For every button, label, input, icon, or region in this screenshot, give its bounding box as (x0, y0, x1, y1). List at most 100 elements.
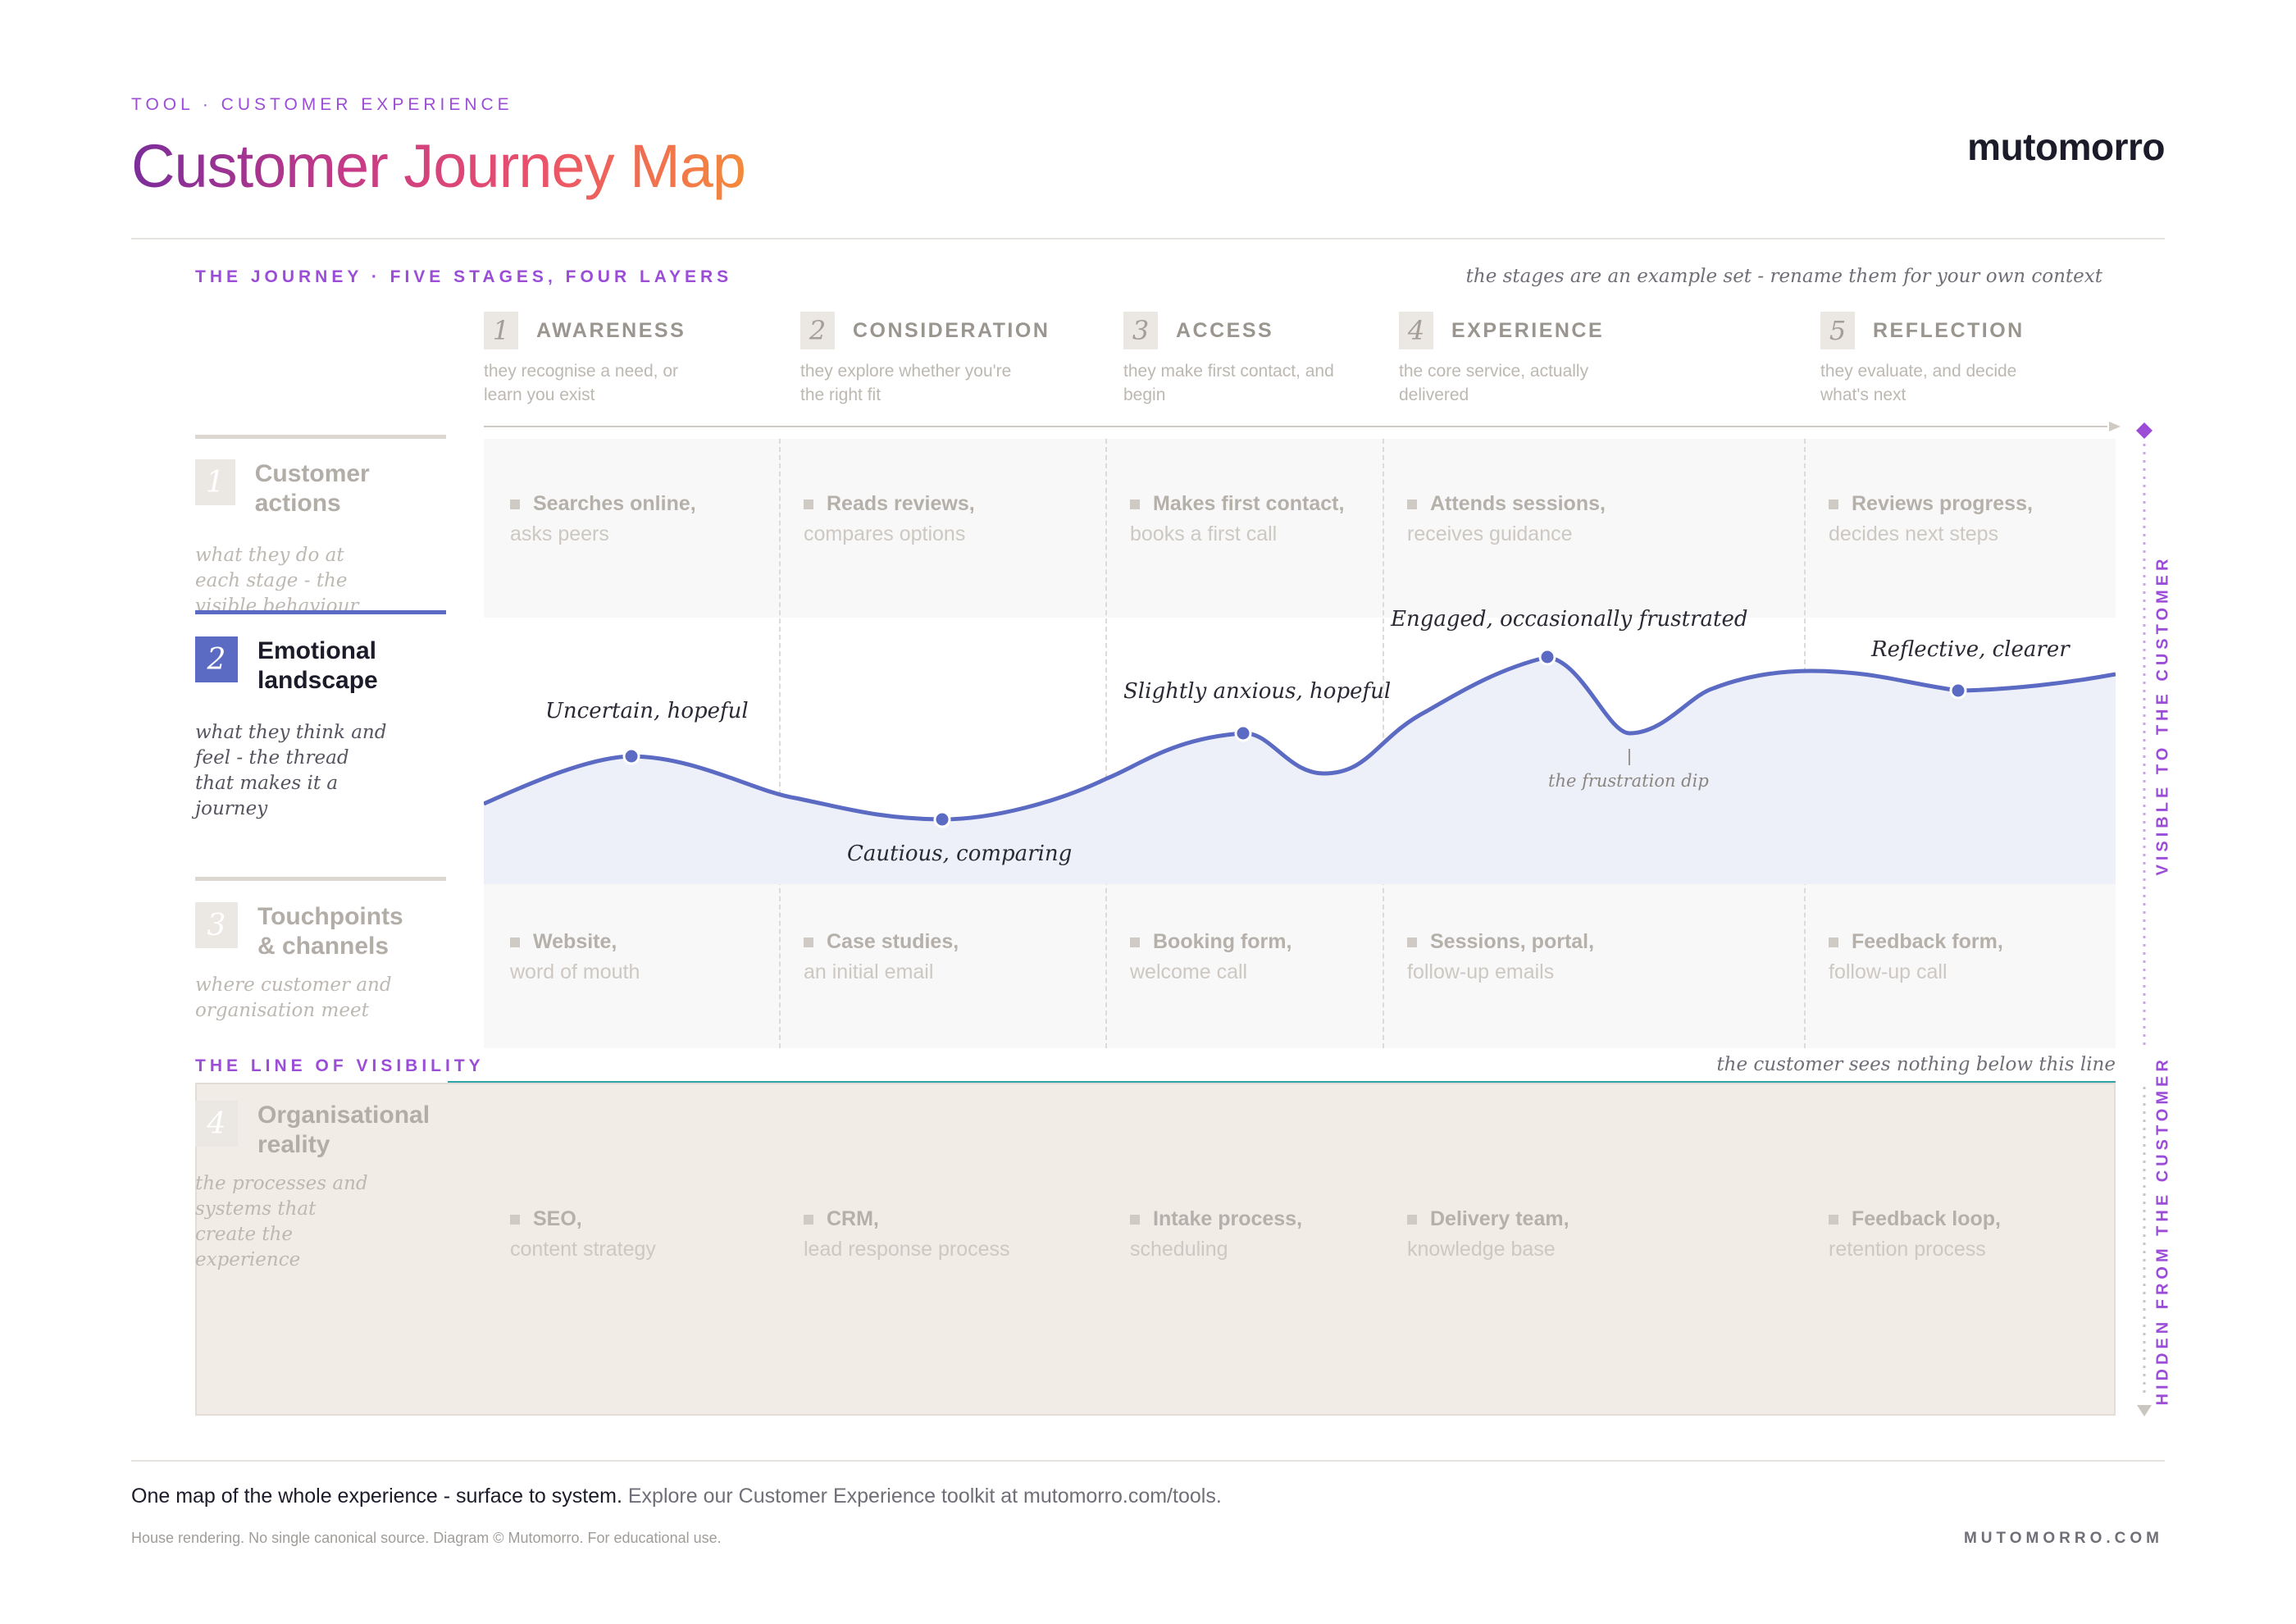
layer-description: what they do at each stage - the visible… (195, 545, 359, 617)
layer-description: the processes and systems that create th… (195, 1173, 368, 1270)
touchpoint-title: Case studies, (804, 927, 959, 957)
stage-number: 5 (1820, 312, 1855, 349)
action-cell: Reads reviews, compares options (804, 489, 975, 550)
emotion-label: Reflective, clearer (1871, 637, 2070, 662)
layer-description: where customer and organisation meet (195, 974, 392, 1021)
layer-rule (195, 610, 446, 614)
emotion-point (933, 810, 951, 828)
touchpoint-cell: Sessions, portal, follow-up emails (1407, 927, 1594, 988)
touchpoint-cell: Booking form,welcome call (1130, 927, 1292, 988)
stage-header: 2 CONSIDERATION they explore whether you… (800, 312, 1050, 407)
action-title: Attends sessions, (1407, 489, 1606, 519)
axis-top-diamond (2136, 422, 2152, 439)
hidden-from-customer-label: HIDDEN FROM THE CUSTOMER (2153, 1056, 2172, 1406)
action-cell: Attends sessions, receives guidance (1407, 489, 1606, 550)
touchpoints-panel (484, 884, 2116, 1048)
emotion-label: Uncertain, hopeful (545, 699, 749, 723)
visibility-label: THE LINE OF VISIBILITY (195, 1056, 485, 1075)
touchpoint-title: Booking form, (1130, 927, 1292, 957)
action-cell: Reviews progress,decides next steps (1829, 489, 2033, 550)
organisation-cell: Intake process, scheduling (1130, 1204, 1302, 1265)
layer-number: 1 (195, 459, 235, 505)
stage-header: 5 REFLECTION they evaluate, and decide w… (1820, 312, 2034, 407)
layer-number: 3 (195, 902, 238, 948)
organisation-detail: retention process (1829, 1238, 1986, 1261)
stage-number: 1 (484, 312, 518, 349)
action-cell: Makes first contact, books a first call (1130, 489, 1344, 550)
stage-name: CONSIDERATION (853, 318, 1050, 342)
emotion-point (1538, 648, 1556, 666)
stage-description: they explore whether you're the right fi… (800, 362, 1012, 404)
touchpoint-title: Sessions, portal, (1407, 927, 1594, 957)
stage-number: 4 (1399, 312, 1433, 349)
layer-rule (195, 877, 446, 881)
footer-text: One map of the whole experience - surfac… (131, 1485, 1222, 1508)
action-title: Makes first contact, (1130, 489, 1344, 519)
emotion-point (1234, 724, 1252, 742)
stage-description: they make first contact, and begin (1123, 362, 1334, 404)
journey-note: the stages are an example set - rename t… (1465, 266, 2102, 287)
stage-name: REFLECTION (1873, 318, 2025, 342)
touchpoint-detail: an initial email (804, 960, 934, 983)
journey-section-label: THE JOURNEY · FIVE STAGES, FOUR LAYERS (195, 267, 733, 286)
layer-label-actions: 1 Customer actions what they do at each … (195, 459, 449, 619)
action-title: Reads reviews, (804, 489, 975, 519)
organisation-detail: scheduling (1130, 1238, 1228, 1261)
stage-description: they evaluate, and decide what's next (1820, 362, 2017, 404)
action-title: Reviews progress, (1829, 489, 2033, 519)
touchpoint-detail: follow-up call (1829, 960, 1947, 983)
stage-divider (1105, 439, 1107, 1048)
stage-header: 4 EXPERIENCE the core service, actually … (1399, 312, 1612, 407)
organisation-cell: CRM, lead response process (804, 1204, 1010, 1265)
footer-lead: One map of the whole experience - surfac… (131, 1485, 622, 1508)
organisation-detail: lead response process (804, 1238, 1010, 1261)
layer-title: Organisational reality (257, 1102, 430, 1158)
stage-name: ACCESS (1176, 318, 1274, 342)
dip-note: the frustration dip (1548, 771, 1709, 791)
layer-label-organisation: 4 Organisational reality the processes a… (195, 1101, 449, 1273)
touchpoint-title: Website, (510, 927, 640, 957)
organisation-title: CRM, (804, 1204, 1010, 1234)
footer-website-link[interactable]: MUTOMORRO.COM (1963, 1530, 2163, 1547)
layer-label-touchpoints: 3 Touchpoints & channels where customer … (195, 902, 449, 1024)
header-divider (131, 238, 2165, 239)
emotion-label: Engaged, occasionally frustrated (1391, 607, 1748, 632)
layer-description: what they think and feel - the thread th… (195, 722, 387, 819)
emotion-point (1949, 682, 1967, 700)
timeline-arrow (484, 422, 2121, 431)
visible-to-customer-label: VISIBLE TO THE CUSTOMER (2153, 554, 2172, 876)
action-cell: Searches online, asks peers (510, 489, 696, 550)
layer-title: Customer actions (254, 460, 370, 517)
visibility-note: the customer sees nothing below this lin… (1716, 1054, 2116, 1075)
page-title: Customer Journey Map (131, 132, 746, 200)
footer-link-text[interactable]: Explore our Customer Experience toolkit … (627, 1485, 1222, 1508)
organisation-panel (195, 1083, 2116, 1416)
stage-name: EXPERIENCE (1451, 318, 1605, 342)
stage-description: the core service, actually delivered (1399, 362, 1589, 404)
touchpoint-cell: Case studies, an initial email (804, 927, 959, 988)
emotion-curve-chart (484, 648, 2116, 884)
layer-title: Emotional landscape (257, 637, 378, 694)
stage-divider (779, 439, 781, 1048)
touchpoint-detail: word of mouth (510, 960, 640, 983)
organisation-title: Intake process, (1130, 1204, 1302, 1234)
emotion-area (484, 657, 2116, 884)
stage-name: AWARENESS (536, 318, 686, 342)
emotion-line (484, 655, 2116, 822)
action-detail: books a first call (1130, 522, 1278, 545)
organisation-detail: content strategy (510, 1238, 656, 1261)
axis-bottom-arrow (2137, 1405, 2152, 1416)
action-detail: receives guidance (1407, 522, 1573, 545)
organisation-title: SEO, (510, 1204, 656, 1234)
visibility-axis (2136, 422, 2152, 1416)
action-detail: compares options (804, 522, 966, 545)
touchpoint-detail: follow-up emails (1407, 960, 1555, 983)
footer-credit: House rendering. No single canonical sou… (131, 1530, 722, 1546)
action-title: Searches online, (510, 489, 696, 519)
organisation-detail: knowledge base (1407, 1238, 1556, 1261)
organisation-cell: Delivery team,knowledge base (1407, 1204, 1569, 1265)
emotion-label: Cautious, comparing (847, 842, 1073, 866)
action-detail: asks peers (510, 522, 609, 545)
layer-number: 4 (195, 1101, 238, 1147)
emotion-label: Slightly anxious, hopeful (1123, 679, 1392, 704)
